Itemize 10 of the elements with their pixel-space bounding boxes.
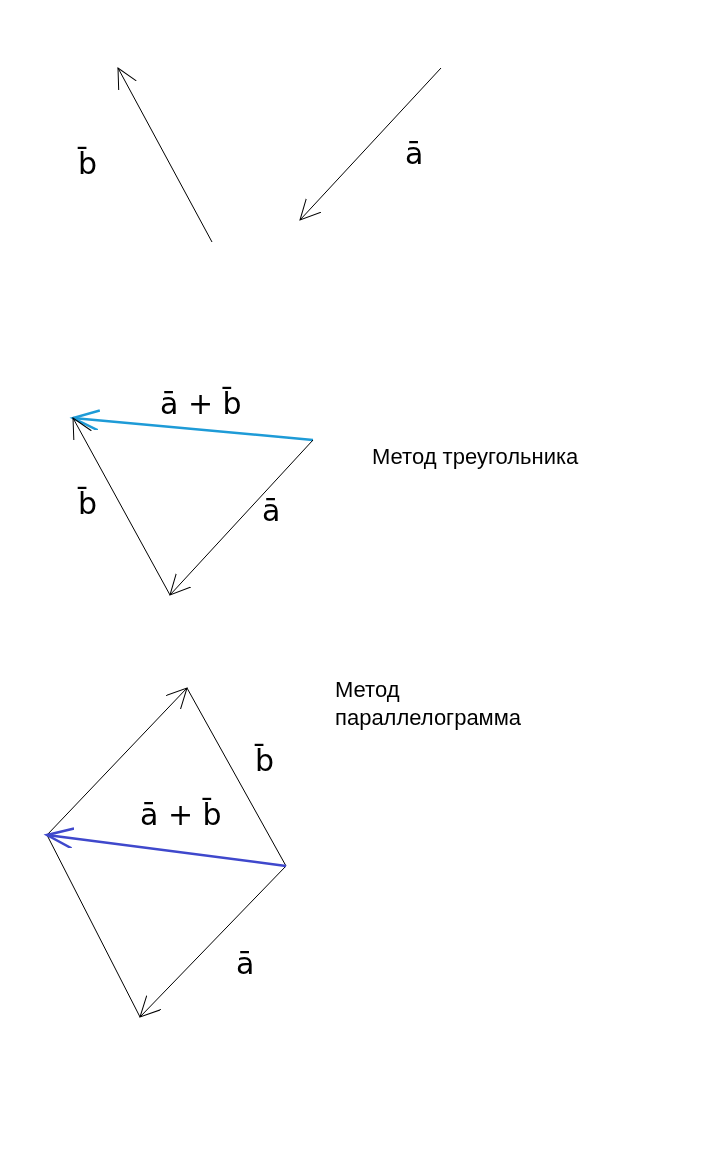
- vector-label: ā: [262, 492, 281, 530]
- vector-label: b̄: [78, 485, 98, 523]
- method-caption: Метод треугольника: [372, 443, 579, 471]
- vector-label: ā: [236, 945, 255, 983]
- vector-label: ā + b̄: [160, 385, 242, 423]
- vector-label: ā: [405, 135, 424, 173]
- vector-label: ā + b̄: [140, 796, 222, 834]
- vector-label: b̄: [78, 145, 98, 183]
- method-caption: Метод параллелограмма: [335, 676, 523, 731]
- vector-label: b̄: [255, 742, 275, 780]
